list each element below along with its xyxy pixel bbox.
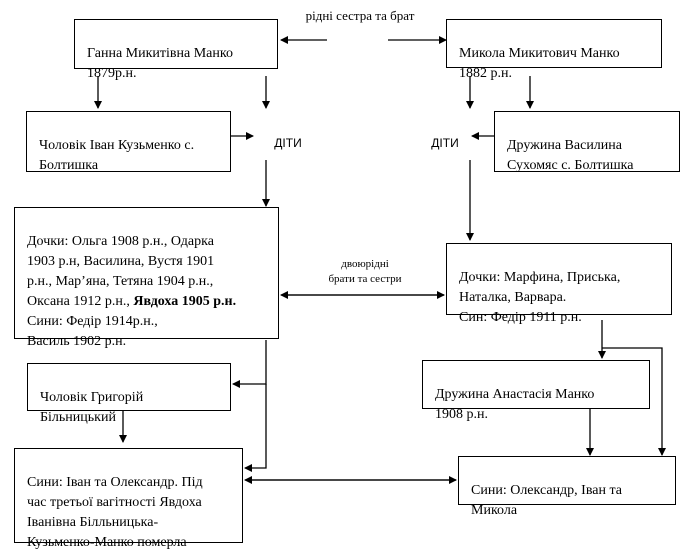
box-husband-ivan-text: Чоловік Іван Кузьменко с. Болтишка xyxy=(39,138,195,173)
box-sons-right: Сини: Олександр, Іван та Микола xyxy=(458,456,676,518)
box-wife-anastasia-text: Дружина Анастасія Манко 1908 р.н. xyxy=(435,387,595,422)
cousins-label: двоюрідні брати та сестри xyxy=(328,258,402,285)
box-hanna-text: Ганна Микитівна Манко 1879р.н. xyxy=(87,46,233,81)
box-wife-vasylyna-text: Дружина Василина Сухомяс с. Болтишка xyxy=(507,138,634,173)
box-sons-right-text: Сини: Олександр, Іван та Микола xyxy=(471,483,622,518)
children-label-left: ДІТИ xyxy=(274,136,302,150)
hanna-sons-text: Сини: Федір 1914р.н., Василь 1902 р.н. xyxy=(27,314,158,349)
arrow-hanna-children-to-sons-left xyxy=(244,384,267,472)
box-hanna-manko: Ганна Микитівна Манко 1879р.н. xyxy=(74,19,278,81)
arrow-mykola-children-to-sons-right xyxy=(602,347,666,456)
box-wife-anastasia: Дружина Анастасія Манко 1908 р.н. xyxy=(422,360,650,422)
box-mykola-children-text: Дочки: Марфина, Приська, Наталка, Варвар… xyxy=(459,270,621,325)
box-husband-hryhoriy: Чоловік Григорій Більницький xyxy=(27,363,231,425)
children-label-right: ДІТИ xyxy=(431,136,459,150)
arrow-hanna-children-to-hryhoriy xyxy=(232,340,267,388)
box-mykola-manko: Микола Микитович Манко 1882 р.н. xyxy=(446,19,662,81)
box-husband-ivan: Чоловік Іван Кузьменко с. Болтишка xyxy=(26,111,231,173)
box-husband-hryhoriy-text: Чоловік Григорій Більницький xyxy=(40,390,144,425)
yavdokha-highlight: Явдоха 1905 р.н. xyxy=(133,294,237,309)
siblings-label: рідні сестра та брат xyxy=(305,8,415,23)
box-sons-left: Сини: Іван та Олександр. Під час третьої… xyxy=(14,448,243,550)
box-hanna-children: Дочки: Ольга 1908 р.н., Одарка 1903 р.н,… xyxy=(14,207,279,348)
box-mykola-text: Микола Микитович Манко 1882 р.н. xyxy=(459,46,620,81)
box-sons-left-text: Сини: Іван та Олександр. Під час третьої… xyxy=(27,475,203,550)
hanna-daughters-text: Дочки: Ольга 1908 р.н., Одарка 1903 р.н,… xyxy=(27,234,215,309)
box-mykola-children: Дочки: Марфина, Приська, Наталка, Варвар… xyxy=(446,243,672,325)
box-wife-vasylyna: Дружина Василина Сухомяс с. Болтишка xyxy=(494,111,680,173)
